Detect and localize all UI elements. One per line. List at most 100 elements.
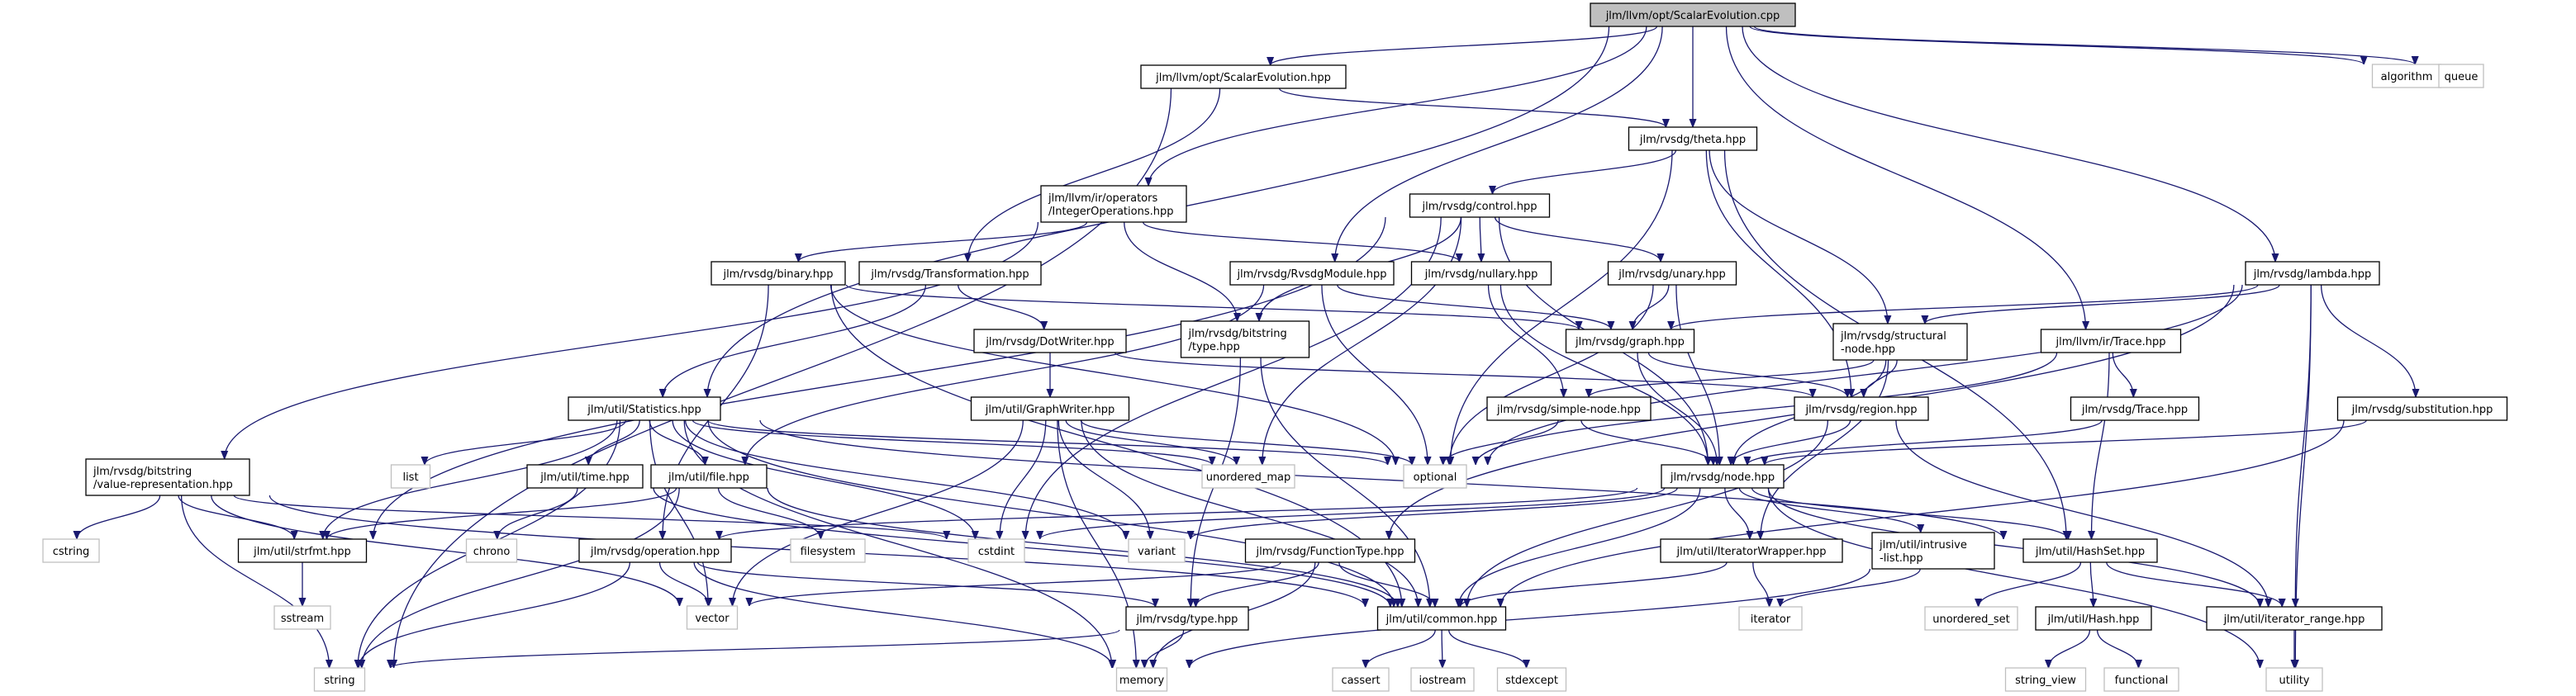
node-label: jlm/util/Statistics.hpp <box>587 404 701 416</box>
node-label: unordered_set <box>1932 613 2009 626</box>
graph-node-iterrange[interactable]: jlm/util/iterator_range.hpp <box>2206 606 2383 631</box>
edge-lambda-to-structural <box>1925 284 2280 324</box>
graph-node-iostream: iostream <box>1410 667 1475 692</box>
node-box <box>2070 396 2200 421</box>
edge-root-to-intops <box>1148 26 1647 186</box>
edge-valuerep-to-string <box>180 495 330 668</box>
graph-node-graph[interactable]: jlm/rvsdg/graph.hpp <box>1565 329 1695 353</box>
graph-node-operation[interactable]: jlm/rvsdg/operation.hpp <box>578 538 732 563</box>
edge-iterwrapper-to-iterator <box>1752 561 1770 607</box>
graph-node-time[interactable]: jlm/util/time.hpp <box>526 464 644 489</box>
graph-node-substitution[interactable]: jlm/rvsdg/substitution.hpp <box>2336 396 2508 421</box>
node-box <box>1201 464 1295 489</box>
graph-node-unary[interactable]: jlm/rvsdg/unary.hpp <box>1607 261 1737 286</box>
graph-node-node[interactable]: jlm/rvsdg/node.hpp <box>1661 464 1785 489</box>
graph-node-file[interactable]: jlm/util/file.hpp <box>650 464 768 489</box>
edge-node-to-intrusive <box>1738 487 1920 533</box>
node-box <box>2022 538 2158 563</box>
graph-node-lambda[interactable]: jlm/rvsdg/lambda.hpp <box>2245 261 2380 286</box>
node-label: jlm/llvm/opt/ScalarEvolution.hpp <box>1155 72 1331 84</box>
graph-node-dotwriter[interactable]: jlm/rvsdg/DotWriter.hpp <box>973 329 1127 353</box>
graph-node-rtrace[interactable]: jlm/rvsdg/Trace.hpp <box>2070 396 2200 421</box>
graph-node-functiontype[interactable]: jlm/rvsdg/FunctionType.hpp <box>1244 538 1416 563</box>
edge-lambda-to-utility <box>2295 284 2312 668</box>
node-label: cstring <box>53 546 89 558</box>
graph-node-nullary[interactable]: jlm/rvsdg/nullary.hpp <box>1410 261 1552 286</box>
edge-hashset-to-iterrange <box>2106 561 2282 608</box>
edge-root-to-rvsdgmodule <box>1335 26 1663 262</box>
edge-irtrace-to-hashset <box>2092 352 2110 539</box>
node-label: jlm/util/iterator_range.hpp <box>2223 613 2365 626</box>
edge-functiontype-to-vector <box>749 561 1281 607</box>
node-box <box>390 464 431 489</box>
graph-node-hashset[interactable]: jlm/util/HashSet.hpp <box>2022 538 2158 563</box>
graph-node-strfmt[interactable]: jlm/util/strfmt.hpp <box>237 538 368 563</box>
graph-node-theta[interactable]: jlm/rvsdg/theta.hpp <box>1628 126 1758 151</box>
edge-statistics-to-unordered_map <box>692 419 1213 466</box>
edge-theta-to-control <box>1493 149 1677 195</box>
node-label: functional <box>2115 675 2169 687</box>
edge-valuerep-to-cstdint <box>233 495 947 540</box>
graph-node-iterwrapper[interactable]: jlm/util/IteratorWrapper.hpp <box>1660 538 1843 563</box>
node-label: jlm/rvsdg/type.hpp <box>1136 613 1238 626</box>
graph-node-rvsdgmodule[interactable]: jlm/rvsdg/RvsdgModule.hpp <box>1229 261 1395 286</box>
node-box <box>2336 396 2508 421</box>
node-box <box>1496 667 1567 692</box>
node-label: jlm/rvsdg/bitstring <box>1188 328 1287 340</box>
node-box <box>2245 261 2380 286</box>
node-label: jlm/rvsdg/binary.hpp <box>722 268 833 281</box>
graph-node-common[interactable]: jlm/util/common.hpp <box>1376 606 1507 631</box>
edge-region-to-iterrange <box>1895 419 2269 607</box>
edge-structural-to-region <box>1864 359 1898 398</box>
edge-nullary-to-node <box>1499 284 1708 465</box>
edge-region-to-node <box>1731 419 1851 466</box>
graph-node-structural[interactable]: jlm/rvsdg/structural-node.hpp <box>1832 323 1968 361</box>
edge-root-to-lambda <box>1742 26 2275 262</box>
node-label: jlm/util/intrusive <box>1879 539 1967 552</box>
edge-node-to-iterrange <box>1767 487 2260 607</box>
graph-node-statistics[interactable]: jlm/util/Statistics.hpp <box>568 396 721 421</box>
edge-statistics-to-vector <box>649 419 709 606</box>
graph-node-root[interactable]: jlm/llvm/opt/ScalarEvolution.cpp <box>1590 2 1796 27</box>
graph-node-cstdint: cstdint <box>967 538 1025 563</box>
node-box <box>1040 185 1187 223</box>
edge-graphwriter-to-cstdint <box>1000 419 1047 539</box>
node-label: queue <box>2445 71 2479 83</box>
graph-node-hash[interactable]: jlm/util/Hash.hpp <box>2035 606 2152 631</box>
graph-node-simplenode[interactable]: jlm/rvsdg/simple-node.hpp <box>1486 396 1652 421</box>
edge-graphwriter-to-optional <box>1080 419 1412 466</box>
graph-node-intrusive[interactable]: jlm/util/intrusive-list.hpp <box>1871 532 1995 570</box>
node-label: jlm/rvsdg/DotWriter.hpp <box>985 336 1114 348</box>
node-label: list <box>402 471 418 484</box>
graph-node-graphwriter[interactable]: jlm/util/GraphWriter.hpp <box>970 396 1130 421</box>
node-box <box>1180 320 1310 358</box>
node-label: /IntegerOperations.hpp <box>1048 206 1174 218</box>
graph-node-region[interactable]: jlm/rvsdg/region.hpp <box>1794 396 1929 421</box>
node-label: utility <box>2279 675 2310 687</box>
edge-irtrace-to-rtrace <box>2112 352 2133 397</box>
node-label: iterator <box>1751 613 1791 626</box>
node-box <box>1565 329 1695 353</box>
node-label: chrono <box>473 546 511 558</box>
graph-node-bittype[interactable]: jlm/rvsdg/bitstring/type.hpp <box>1180 320 1310 358</box>
edge-root-to-sehpp <box>1271 26 1658 66</box>
node-label: jlm/rvsdg/simple-node.hpp <box>1496 404 1641 416</box>
node-box <box>1607 261 1737 286</box>
graph-node-sehpp[interactable]: jlm/llvm/opt/ScalarEvolution.hpp <box>1140 64 1347 89</box>
edge-simplenode-to-node <box>1580 419 1713 466</box>
graph-node-irtrace[interactable]: jlm/llvm/ir/Trace.hpp <box>2040 329 2182 353</box>
graph-node-valuerep[interactable]: jlm/rvsdg/bitstring/value-representation… <box>85 458 250 496</box>
edge-iterwrapper-to-common <box>1461 561 1728 608</box>
edge-functiontype-to-common <box>1338 561 1435 608</box>
edge-graph-to-region <box>1647 352 1847 398</box>
edge-operation-to-type <box>696 561 1156 608</box>
graph-node-binary[interactable]: jlm/rvsdg/binary.hpp <box>711 261 846 286</box>
node-label: jlm/util/GraphWriter.hpp <box>985 404 1115 416</box>
graph-node-type[interactable]: jlm/rvsdg/type.hpp <box>1125 606 1249 631</box>
graph-node-sstream: sstream <box>273 605 331 630</box>
graph-node-intops[interactable]: jlm/llvm/ir/operators/IntegerOperations.… <box>1040 185 1187 223</box>
edge-control-to-unary <box>1494 216 1661 263</box>
graph-node-control[interactable]: jlm/rvsdg/control.hpp <box>1409 193 1551 218</box>
graph-node-transformation[interactable]: jlm/rvsdg/Transformation.hpp <box>858 261 1042 286</box>
node-label: cassert <box>1341 675 1380 687</box>
